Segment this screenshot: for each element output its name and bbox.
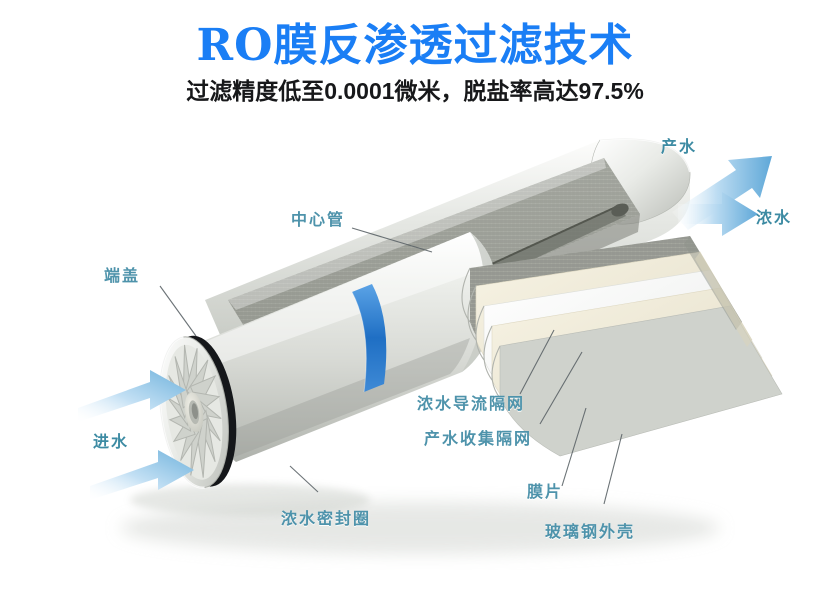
membrane-leaf-stack (461, 236, 783, 457)
blue-band (352, 284, 387, 392)
label-permeate-spacer: 产水收集隔网 (424, 429, 533, 448)
leader-brine-seal (289, 465, 319, 493)
label-membrane-sheet: 膜片 (527, 482, 564, 501)
cylinder-surface (186, 232, 497, 462)
label-feed-water: 进水 (93, 432, 130, 451)
leader-lines (159, 227, 623, 505)
center-tube-bore (611, 203, 629, 217)
leader-center-tube (351, 227, 433, 253)
label-permeate-out: 产水 (661, 137, 698, 156)
leader-membrane-sheet (561, 407, 587, 487)
layer-backing (499, 305, 783, 457)
leader-permeate-spacer (539, 351, 583, 425)
leader-frp-shell (603, 433, 623, 505)
page-title: RO膜反渗透过滤技术 (196, 20, 634, 71)
concentrate-arrow (678, 192, 758, 236)
page-subtitle: 过滤精度低至0.0001微米，脱盐率高达97.5% (186, 78, 644, 104)
label-brine-seal: 浓水密封圈 (281, 509, 372, 528)
label-frp-shell: 玻璃钢外壳 (545, 522, 636, 541)
leader-end-cap (159, 285, 197, 337)
feed-arrow-lower (90, 450, 194, 500)
label-concentrate-out: 浓水 (756, 208, 793, 227)
feed-arrow-upper (78, 370, 186, 422)
label-end-cap: 端盖 (104, 266, 141, 285)
label-center-tube: 中心管 (291, 210, 346, 229)
membrane-element-body (186, 232, 497, 462)
end-cap (158, 335, 237, 489)
flow-arrows (78, 156, 772, 500)
leader-brine-spacer (519, 329, 555, 395)
cap-shadow (130, 484, 370, 516)
label-brine-spacer: 浓水导流隔网 (417, 394, 526, 413)
